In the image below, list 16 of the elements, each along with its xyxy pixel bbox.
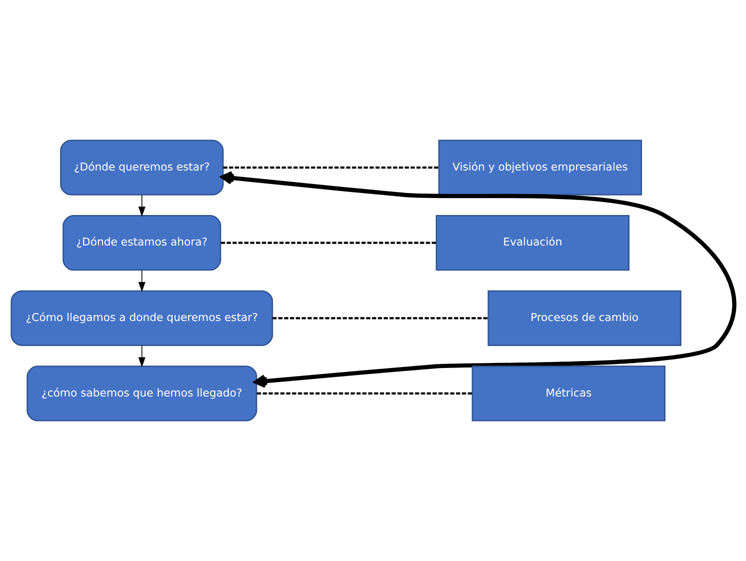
node-box: Procesos de cambio (488, 290, 682, 346)
arrow (138, 270, 146, 292)
connector (256, 392, 472, 394)
connector (220, 242, 436, 244)
arrow (138, 345, 146, 368)
node-box: ¿Dónde queremos estar? (60, 140, 224, 196)
node-box: Métricas (472, 366, 666, 422)
node-box: Evaluación (436, 215, 630, 271)
connector (272, 317, 488, 320)
arrow (220, 171, 736, 388)
node-box: ¿Dónde estamos ahora? (62, 215, 222, 271)
node-box: Visión y objetivos empresariales (438, 140, 642, 196)
node-box: ¿cómo sabemos que hemos llegado? (26, 366, 258, 422)
connector (223, 166, 439, 169)
arrow (138, 194, 146, 217)
node-box: ¿Cómo llegamos a donde queremos estar? (10, 290, 274, 346)
